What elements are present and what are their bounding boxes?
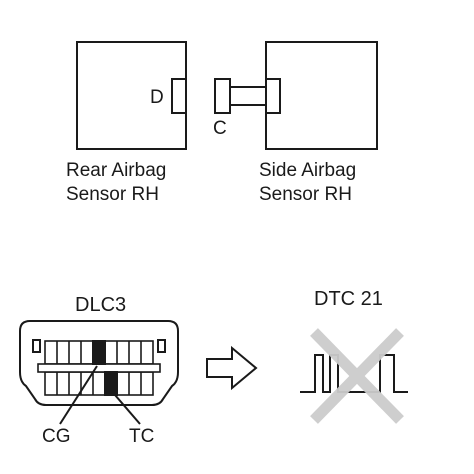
dlc3-body [19,320,179,406]
hollow-arrow-icon [206,345,258,391]
terminal-tc [104,371,118,396]
connector-c-socket [265,78,281,114]
cross-mark-icon [310,328,404,424]
side-sensor-label-line1: Side Airbag [259,160,357,181]
rear-sensor-label-line1: Rear Airbag [66,160,167,181]
connector-c-plug [214,78,231,114]
dlc3-left-tab [32,339,41,353]
pin-tc-label: TC [129,426,155,447]
tc-leader-line [114,394,141,425]
terminal-cg [92,340,106,365]
cg-leader-line [59,365,98,425]
dlc3-label: DLC3 [75,294,127,316]
side-sensor-label-line2: Sensor RH [259,184,352,205]
side-airbag-sensor-box [265,41,378,150]
rear-airbag-sensor-box [76,41,187,150]
pin-cg-label: CG [42,426,71,447]
dtc-label: DTC 21 [314,288,383,310]
rear-sensor-label-line2: Sensor RH [66,184,159,205]
connector-c-label: C [213,118,227,139]
connector-d-label: D [150,87,164,108]
connector-d [171,78,187,114]
dlc3-right-tab [157,339,166,353]
